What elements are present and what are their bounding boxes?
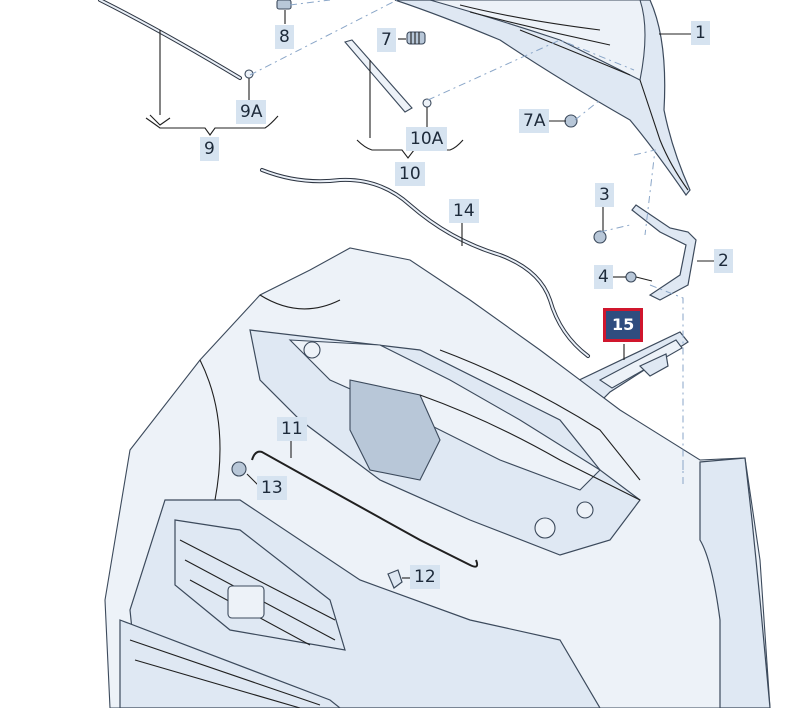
callout-7A[interactable]: 7A [519,109,550,133]
seal-part-14[interactable] [260,168,590,358]
callout-15-selected[interactable]: 15 [603,308,644,342]
release-cable-11[interactable] [251,450,479,568]
clip-part-7[interactable] [406,31,426,45]
clip-part-8[interactable] [276,0,292,10]
cover-part-15[interactable] [574,331,689,407]
bolt-part-4[interactable] [625,271,653,283]
callout-8[interactable]: 8 [275,25,294,49]
callout-4[interactable]: 4 [594,265,613,289]
callout-11[interactable]: 11 [277,417,307,441]
callout-3[interactable]: 3 [595,183,614,207]
callout-9A[interactable]: 9A [236,100,267,124]
center-lines [249,0,684,486]
clip-part-12[interactable] [387,569,403,589]
leader-lines [145,10,714,579]
hood-part-1[interactable] [394,0,691,197]
hinge-part-2[interactable] [631,204,697,301]
seal-strip-9[interactable] [98,0,242,80]
callout-9[interactable]: 9 [200,137,219,161]
callout-7[interactable]: 7 [377,28,396,52]
callout-14[interactable]: 14 [449,199,479,223]
callout-2[interactable]: 2 [714,249,733,273]
callout-10[interactable]: 10 [395,162,425,186]
nut-part-7A[interactable] [564,114,578,128]
callout-1[interactable]: 1 [691,21,710,45]
nut-part-3[interactable] [593,230,607,244]
seal-strip-10[interactable] [344,39,413,113]
callout-10A[interactable]: 10A [406,127,448,151]
car-front-body [104,247,771,708]
buffer-part-13[interactable] [231,461,247,477]
callout-13[interactable]: 13 [257,476,287,500]
callout-12[interactable]: 12 [410,565,440,589]
clip-part-10A[interactable] [422,98,432,108]
